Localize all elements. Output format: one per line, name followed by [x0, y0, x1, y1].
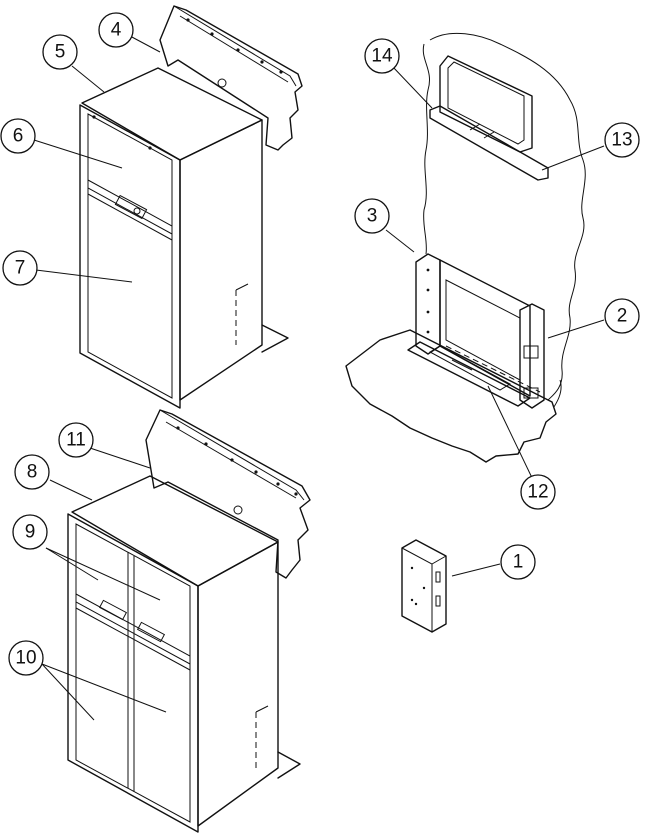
lower-cabinet-assembly — [68, 410, 310, 832]
callout-6-label: 6 — [13, 126, 24, 147]
callout-1-label: 1 — [513, 552, 524, 573]
lower-door-frame — [68, 514, 198, 832]
mounting-plate — [402, 540, 446, 632]
callout-9-label: 9 — [25, 522, 36, 543]
wall-rack-assembly — [346, 33, 585, 462]
callout-2-label: 2 — [617, 306, 628, 327]
callout-7-label: 7 — [15, 258, 26, 279]
callout-12: 12 — [521, 475, 555, 509]
callout-3: 3 — [355, 199, 389, 233]
callout-5: 5 — [43, 35, 77, 69]
callout-11: 11 — [59, 423, 93, 457]
lower-cabinet-side — [198, 542, 278, 826]
callout-5-label: 5 — [55, 42, 66, 63]
callout-13: 13 — [605, 123, 639, 157]
callout-10: 10 — [9, 641, 43, 675]
upper-door-frame — [80, 105, 180, 408]
lower-wall-flange — [146, 410, 310, 578]
callout-6: 6 — [1, 119, 35, 153]
callout-7: 7 — [3, 251, 37, 285]
callout-14-label: 14 — [371, 46, 393, 67]
upper-cabinet-assembly — [80, 6, 302, 408]
callout-14: 14 — [365, 39, 399, 73]
callout-11-label: 11 — [66, 430, 86, 451]
callout-9: 9 — [13, 515, 47, 549]
upper-cabinet-side — [180, 120, 262, 400]
callout-12-label: 12 — [527, 482, 548, 503]
callout-13-label: 13 — [611, 130, 632, 151]
callout-1: 1 — [501, 545, 535, 579]
callout-8: 8 — [15, 455, 49, 489]
callout-3-label: 3 — [367, 206, 378, 227]
callout-10-label: 10 — [15, 648, 36, 669]
callout-4-label: 4 — [111, 20, 122, 41]
callout-8-label: 8 — [27, 462, 38, 483]
callout-2: 2 — [605, 299, 639, 333]
callout-4: 4 — [99, 13, 133, 47]
